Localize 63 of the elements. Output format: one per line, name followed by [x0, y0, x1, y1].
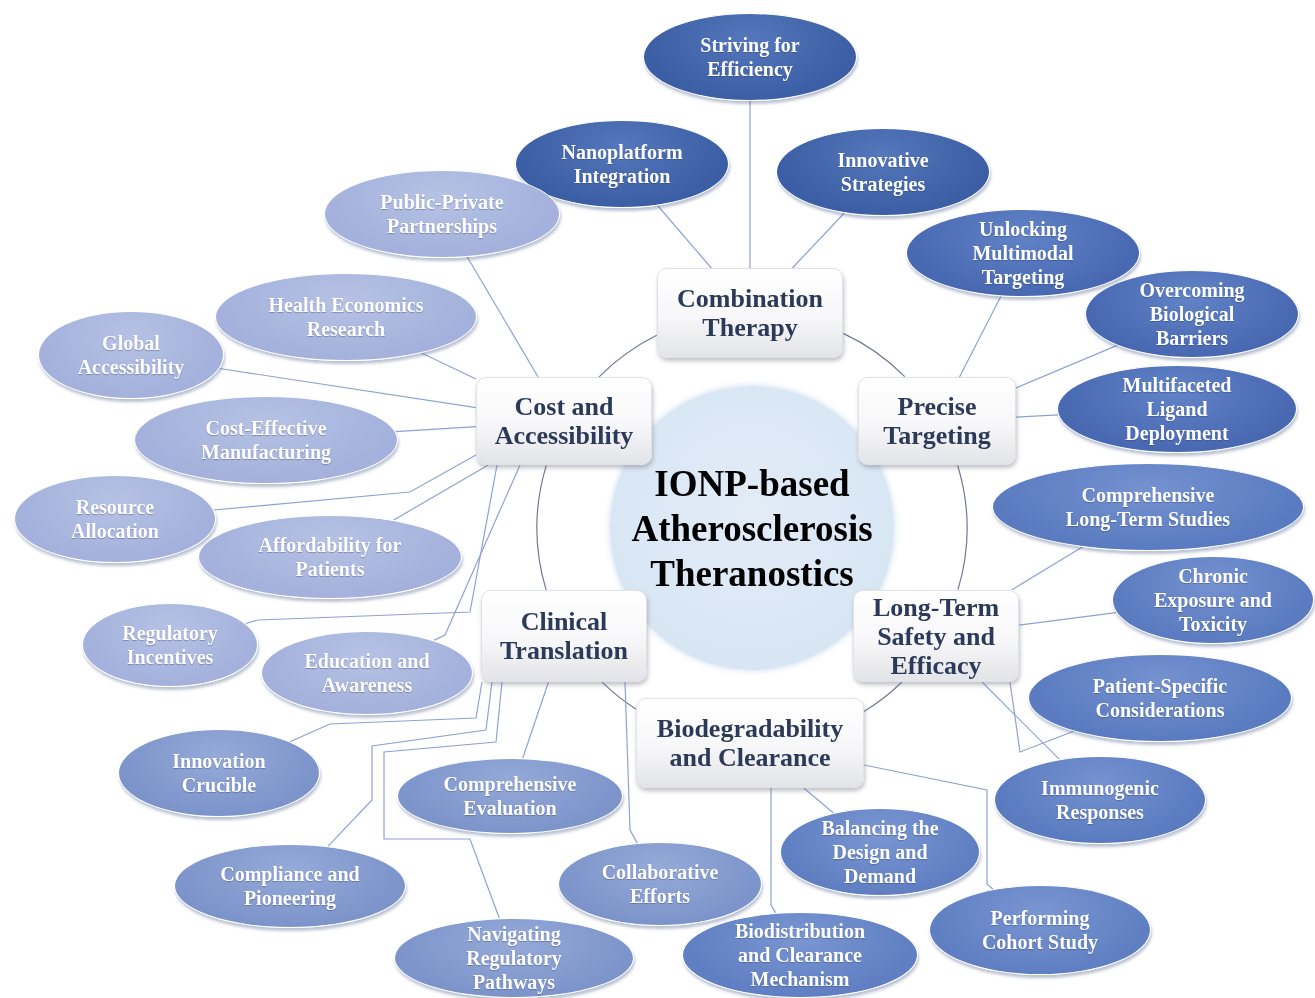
topic-ellipse: Unlocking Multimodal Targeting — [906, 209, 1140, 297]
connector-line — [289, 681, 483, 743]
connector-line — [791, 212, 845, 269]
topic-ellipse: Public-Private Partnerships — [324, 170, 560, 258]
connector-line — [1009, 681, 1075, 753]
connector-line — [981, 681, 1060, 760]
topic-ellipse: Innovative Strategies — [776, 128, 990, 216]
topic-ellipse: Cost-Effective Manufacturing — [134, 396, 398, 484]
topic-ellipse: Regulatory Incentives — [82, 603, 258, 687]
topic-ellipse: Innovation Crucible — [118, 729, 320, 817]
connector-line — [657, 204, 712, 269]
topic-ellipse: Biodistribution and Clearance Mechanism — [682, 912, 918, 998]
topic-ellipse: Chronic Exposure and Toxicity — [1112, 556, 1314, 644]
topic-ellipse: Affordability for Patients — [198, 515, 462, 599]
connector-line — [1015, 344, 1118, 389]
connector-line — [420, 352, 477, 380]
connector-line — [1018, 612, 1117, 626]
topic-ellipse: Resource Allocation — [14, 475, 216, 563]
category-box: Clinical Translation — [481, 590, 647, 682]
connector-line — [433, 464, 521, 641]
topic-ellipse: Balancing the Design and Demand — [780, 808, 980, 896]
topic-ellipse: Health Economics Research — [215, 273, 477, 361]
connector-line — [213, 454, 477, 511]
category-box: Cost and Accessibility — [476, 377, 652, 465]
ring-connector — [863, 681, 903, 712]
topic-ellipse: Global Accessibility — [38, 311, 224, 399]
connector-line — [218, 367, 477, 409]
connector-line — [1015, 414, 1059, 418]
ring-connector — [598, 334, 658, 378]
connector-line — [327, 681, 493, 847]
topic-ellipse: Overcoming Biological Barriers — [1085, 270, 1299, 358]
connector-line — [245, 464, 498, 625]
category-box: Combination Therapy — [657, 268, 843, 358]
topic-ellipse: Performing Cohort Study — [929, 885, 1151, 975]
topic-ellipse: Comprehensive Long-Term Studies — [992, 463, 1304, 551]
connector-line — [383, 681, 503, 919]
topic-ellipse: Nanoplatform Integration — [515, 120, 729, 208]
topic-ellipse: Multifaceted Ligand Deployment — [1057, 365, 1297, 453]
category-box: Biodegradability and Clearance — [636, 698, 864, 788]
ring-connector — [957, 464, 968, 591]
ring-connector — [536, 464, 547, 591]
topic-ellipse: Striving for Efficiency — [643, 13, 857, 101]
connector-line — [624, 681, 638, 844]
connector-line — [466, 256, 539, 378]
connector-line — [863, 764, 994, 890]
connector-line — [522, 681, 550, 759]
connector-line — [395, 426, 477, 433]
category-box: Precise Targeting — [858, 377, 1016, 465]
topic-ellipse: Navigating Regulatory Pathways — [394, 918, 634, 998]
topic-ellipse: Education and Awareness — [261, 631, 473, 715]
topic-ellipse: Comprehensive Evaluation — [397, 758, 623, 834]
category-box: Long-Term Safety and Efficacy — [853, 590, 1019, 682]
topic-ellipse: Immunogenic Responses — [994, 756, 1206, 844]
connector-line — [1011, 546, 1083, 591]
connector-line — [958, 295, 1002, 378]
connector-line — [770, 787, 777, 914]
connector-line — [392, 464, 489, 521]
connector-line — [803, 787, 835, 814]
topic-ellipse: Compliance and Pioneering — [174, 844, 406, 928]
topic-ellipse: Patient-Specific Considerations — [1028, 654, 1292, 742]
ring-connector — [601, 681, 637, 710]
connector-line — [749, 100, 751, 269]
ring-connector — [842, 332, 906, 378]
